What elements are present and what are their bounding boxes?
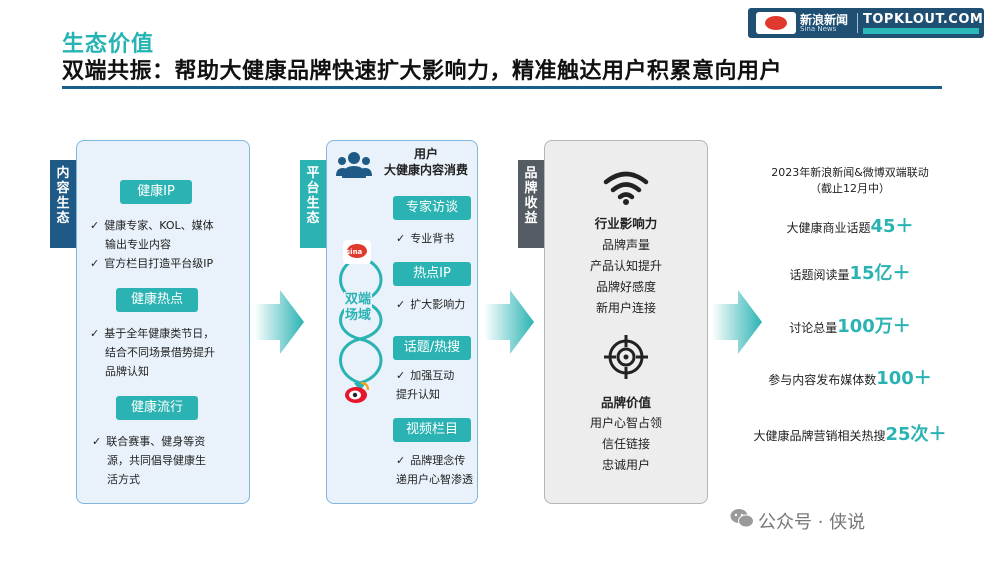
topic-trending-notes: ✓加强互动 提升认知 bbox=[396, 369, 455, 401]
pill-health-ip: 健康IP bbox=[120, 180, 192, 204]
page-title: 生态价值 bbox=[62, 32, 155, 57]
dual-end-label: 双端 场域 bbox=[344, 292, 372, 324]
check-icon: ✓ bbox=[396, 232, 406, 245]
health-ip-notes: ✓健康专家、KOL、媒体 输出专业内容 ✓官方栏目打造平台级IP bbox=[90, 219, 214, 270]
brand-value-item: 信任链接 bbox=[601, 437, 650, 451]
sina-app-icon: sina bbox=[343, 240, 371, 264]
topklout-tagline-bar bbox=[863, 28, 979, 34]
watermark-text: 公众号 · 侠说 bbox=[758, 512, 866, 533]
platform-eco-tab: 平台生态 bbox=[300, 160, 326, 248]
check-icon: ✓ bbox=[90, 219, 100, 232]
influence-item: 品牌声量 bbox=[601, 238, 650, 252]
pill-video-column: 视频栏目 bbox=[393, 418, 471, 442]
brand-value-item: 忠诚用户 bbox=[601, 458, 650, 472]
sina-news-logo-text: 新浪新闻 bbox=[800, 13, 849, 27]
title-divider bbox=[62, 86, 942, 89]
stats-heading: 2023年新浪新闻&微博双端联动 （截止12月中） bbox=[771, 166, 929, 195]
content-eco-tab: 内容生态 bbox=[50, 160, 76, 248]
stat-row: 大健康商业话题45＋ bbox=[786, 216, 914, 237]
pill-expert-interview: 专家访谈 bbox=[393, 196, 471, 220]
stat-row: 参与内容发布媒体数100＋ bbox=[768, 368, 932, 389]
industry-influence-title: 行业影响力 bbox=[594, 216, 658, 231]
weibo-app-icon bbox=[345, 381, 370, 403]
check-icon: ✓ bbox=[90, 327, 100, 340]
influence-item: 品牌好感度 bbox=[595, 280, 656, 294]
users-icon bbox=[336, 152, 372, 178]
user-consumption-title: 用户 大健康内容消费 bbox=[383, 147, 468, 177]
expert-interview-notes: ✓专业背书 bbox=[396, 232, 455, 245]
check-icon: ✓ bbox=[90, 257, 100, 270]
check-icon: ✓ bbox=[396, 369, 406, 382]
influence-item: 产品认知提升 bbox=[589, 259, 662, 273]
topklout-logo-text: TOPKLOUT.COM bbox=[863, 12, 984, 27]
flow-arrow-icon bbox=[484, 290, 534, 354]
pill-health-trend: 健康流行 bbox=[116, 396, 198, 420]
stat-value: 25次＋ bbox=[885, 424, 947, 445]
stat-value: 15亿＋ bbox=[849, 263, 911, 284]
stat-row: 讨论总量100万＋ bbox=[789, 316, 911, 337]
stat-value: 100万＋ bbox=[837, 316, 911, 337]
stat-value: 45＋ bbox=[870, 216, 914, 237]
sina-news-logo-en: Sina News bbox=[800, 25, 837, 33]
crosshair-target-icon bbox=[604, 335, 648, 379]
check-icon: ✓ bbox=[92, 435, 102, 448]
check-icon: ✓ bbox=[396, 298, 406, 311]
wechat-icon bbox=[730, 509, 754, 528]
influence-item: 新用户连接 bbox=[595, 301, 656, 315]
brand-value-title: 品牌价值 bbox=[600, 395, 651, 410]
pill-hot-ip: 热点IP bbox=[393, 262, 471, 286]
flow-arrow-icon bbox=[254, 290, 304, 354]
video-column-notes: ✓品牌理念传 递用户心智渗透 bbox=[396, 454, 473, 486]
check-icon: ✓ bbox=[396, 454, 406, 467]
pill-health-hotspot: 健康热点 bbox=[116, 288, 198, 312]
stat-row: 大健康品牌营销相关热搜25次＋ bbox=[753, 424, 947, 445]
brand-gain-tab: 品牌收益 bbox=[518, 160, 544, 248]
stat-value: 100＋ bbox=[876, 368, 932, 389]
health-trend-notes: ✓联合赛事、健身等资 源，共同倡导健康生 活方式 bbox=[92, 435, 206, 486]
flow-arrow-icon bbox=[712, 290, 762, 354]
brand-value-item: 用户心智占领 bbox=[589, 416, 662, 430]
stat-row: 话题阅读量15亿＋ bbox=[789, 263, 911, 284]
logo-separator bbox=[857, 13, 858, 33]
wifi-signal-icon bbox=[603, 171, 649, 205]
health-hotspot-notes: ✓基于全年健康类节日， 结合不同场景借势提升 品牌认知 bbox=[90, 327, 215, 378]
pill-topic-trending: 话题/热搜 bbox=[393, 336, 471, 360]
sina-logo-icon bbox=[756, 12, 796, 34]
page-subtitle: 双端共振：帮助大健康品牌快速扩大影响力，精准触达用户积累意向用户 bbox=[62, 59, 783, 84]
hot-ip-notes: ✓扩大影响力 bbox=[396, 298, 466, 311]
